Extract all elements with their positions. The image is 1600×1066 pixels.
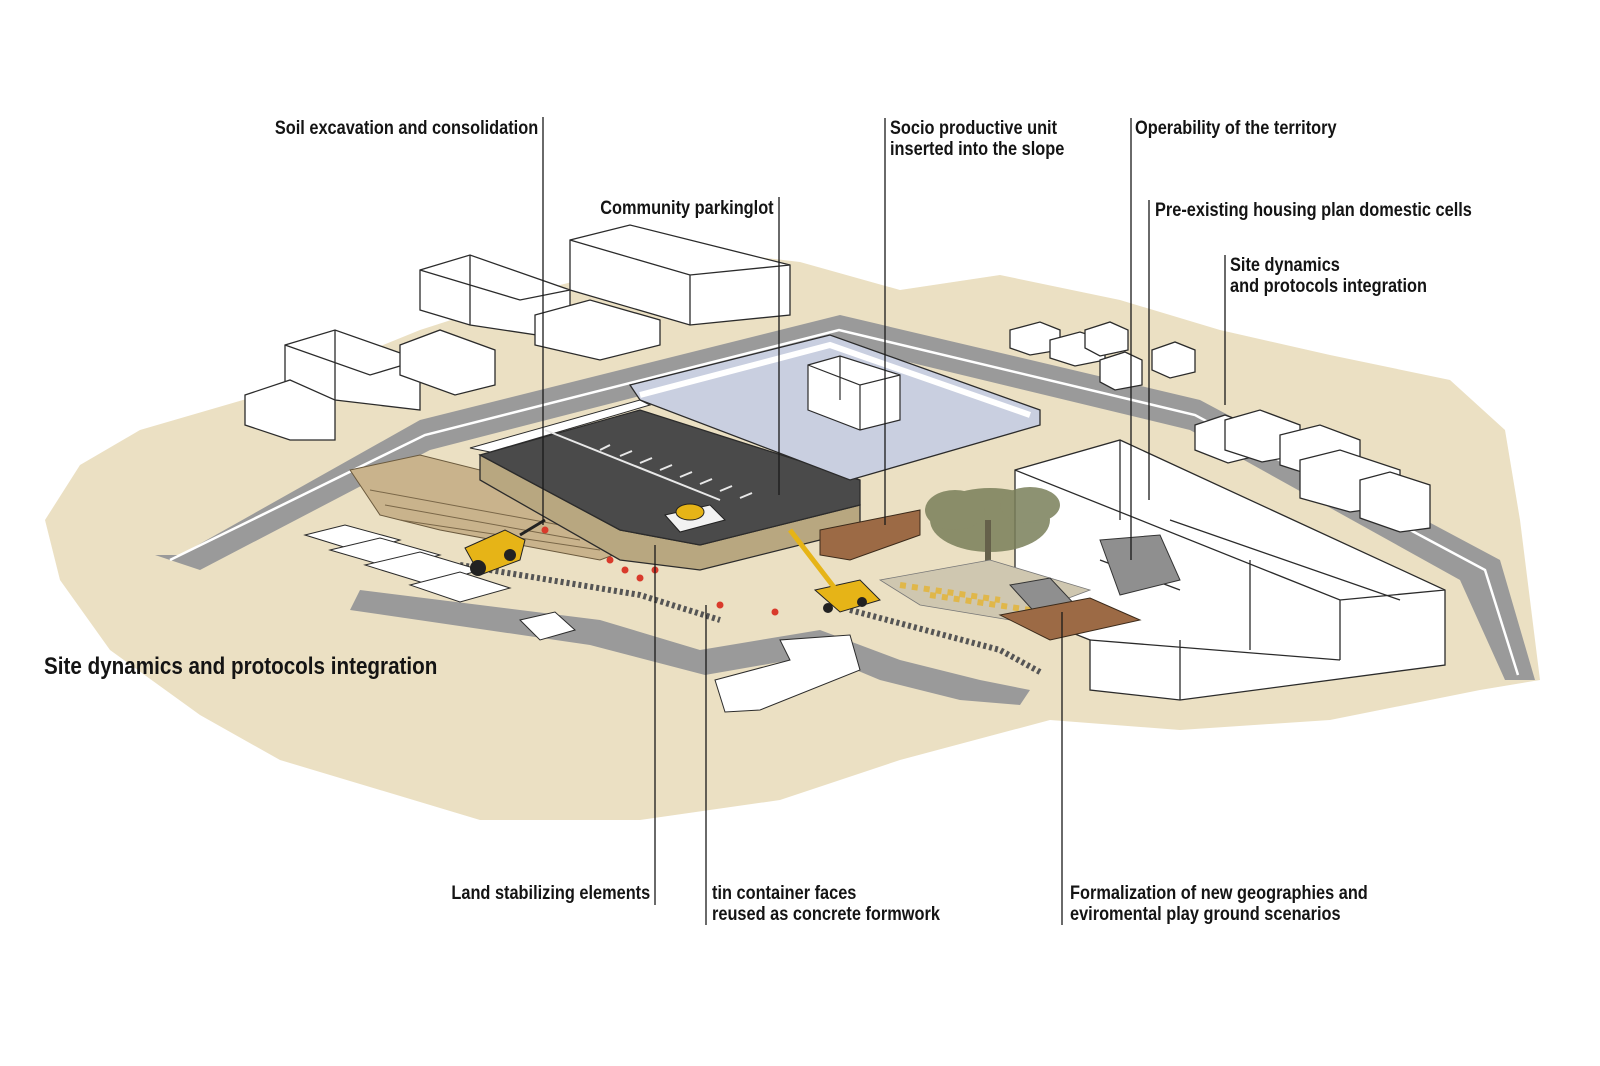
parking-stripes bbox=[544, 429, 753, 501]
label-site-dynamics-small: Site dynamics and protocols integration bbox=[1230, 255, 1427, 297]
roof-platform-edge bbox=[639, 341, 1031, 418]
label-soil-excavation: Soil excavation and consolidation bbox=[274, 118, 538, 139]
parking-deck-rim bbox=[469, 399, 652, 453]
socio-productive-unit bbox=[819, 509, 921, 561]
leader-lines bbox=[542, 117, 1226, 925]
lower-road bbox=[350, 590, 1030, 705]
main-road bbox=[155, 315, 1535, 680]
label-operability: Operability of the territory bbox=[1135, 118, 1337, 139]
label-formalization-line2: eviromental play ground scenarios bbox=[1070, 904, 1341, 925]
road-center-line bbox=[169, 328, 1520, 676]
label-tin-container: tin container faces reused as concrete f… bbox=[712, 883, 940, 925]
wood-deck bbox=[998, 597, 1142, 641]
housing-domestic-cells bbox=[1014, 439, 1446, 701]
backhoe-loader bbox=[464, 518, 546, 576]
label-land-stabilizing: Land stabilizing elements bbox=[451, 883, 650, 904]
concrete-mixer bbox=[664, 503, 726, 533]
label-site-dynamics-main: Site dynamics and protocols integration bbox=[44, 653, 438, 680]
roof-boxes bbox=[807, 355, 901, 431]
tree bbox=[925, 487, 1060, 575]
label-tin-container-line1: tin container faces bbox=[712, 883, 857, 904]
label-site-dynamics-line2: and protocols integration bbox=[1230, 276, 1427, 297]
mobile-crane bbox=[788, 528, 881, 613]
label-site-dynamics-line1: Site dynamics bbox=[1230, 255, 1340, 276]
pre-existing-buildings-upper bbox=[244, 224, 791, 441]
rail-track bbox=[459, 562, 1042, 675]
pre-existing-buildings-right bbox=[1009, 321, 1431, 533]
label-socio-productive-line2: inserted into the slope bbox=[890, 139, 1065, 160]
parking-deck bbox=[478, 409, 861, 546]
play-tiles bbox=[899, 582, 1031, 613]
ground-pads bbox=[303, 524, 861, 713]
label-formalization-line1: Formalization of new geographies and bbox=[1070, 883, 1368, 904]
label-tin-container-line2: reused as concrete formwork bbox=[712, 904, 940, 925]
label-formalization: Formalization of new geographies and evi… bbox=[1070, 883, 1368, 925]
label-socio-productive-line1: Socio productive unit bbox=[890, 118, 1058, 139]
label-community-parking: Community parkinglot bbox=[600, 198, 774, 219]
label-socio-productive-unit: Socio productive unit inserted into the … bbox=[890, 118, 1064, 160]
workers bbox=[541, 526, 779, 616]
label-pre-existing-housing: Pre-existing housing plan domestic cells bbox=[1155, 200, 1472, 221]
